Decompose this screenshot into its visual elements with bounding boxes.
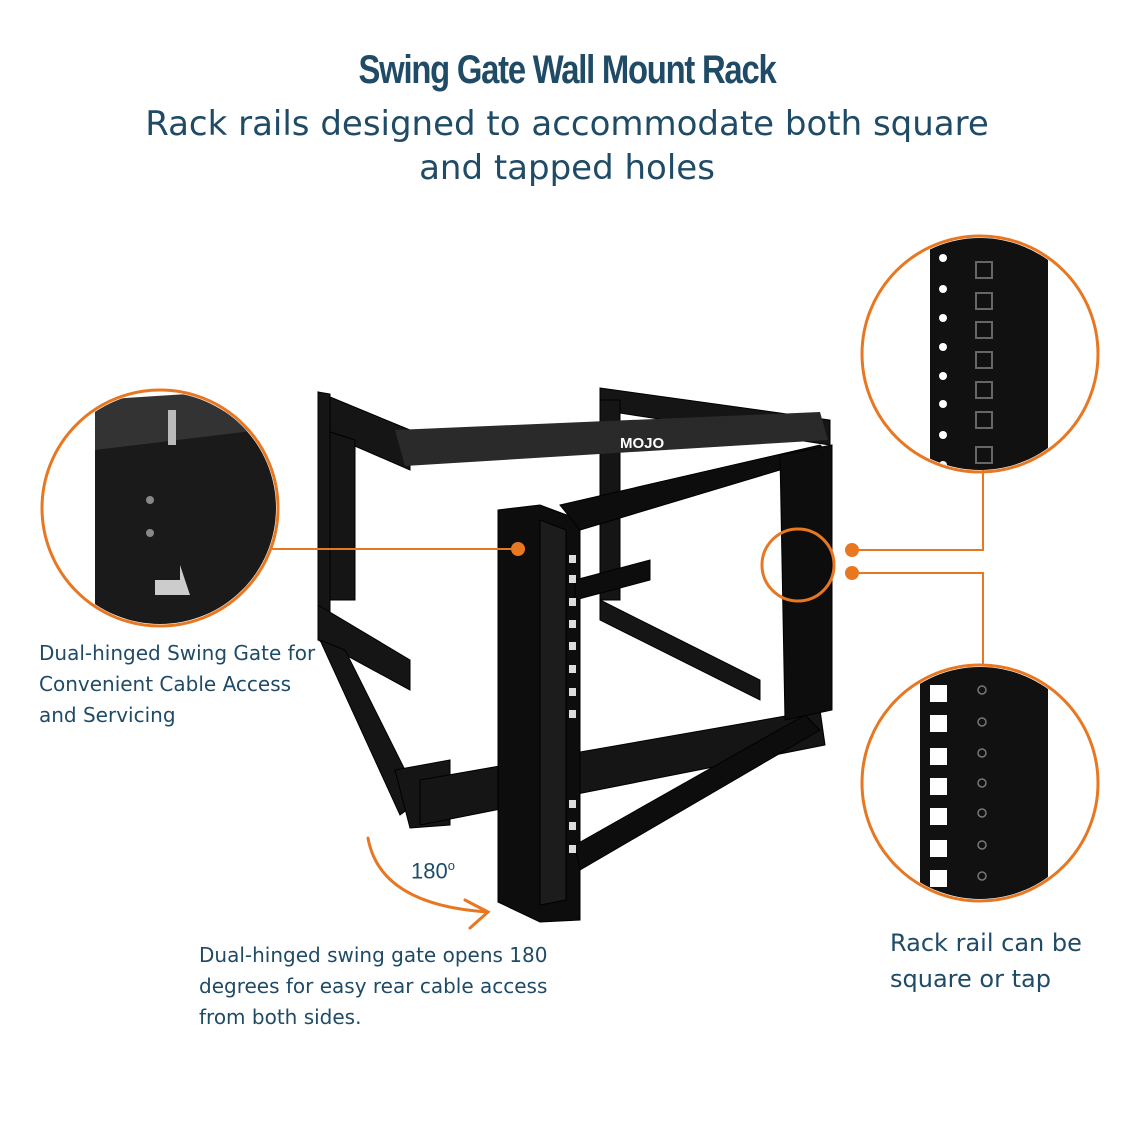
rail-highlight-ring: [760, 527, 836, 603]
rack-top-bar: [395, 412, 828, 466]
rack-swing-gate: [497, 444, 833, 923]
square-rail-marker-dot: [845, 543, 859, 557]
tapped-hole-rail-circle: [860, 663, 1100, 903]
tapped-rail-marker-dot: [845, 566, 859, 580]
rail-square-holes: [569, 555, 576, 853]
logo: MOJO: [620, 435, 665, 452]
page-title: Swing Gate Wall Mount Rack: [358, 48, 777, 92]
page-subtitle: Rack rails designed to accommodate both …: [145, 104, 989, 188]
square-hole-rail-circle: [860, 234, 1100, 474]
rotation-label: 180o: [411, 858, 455, 884]
hinge-detail-circle: [40, 388, 280, 628]
rotation-arrow-icon: [366, 836, 491, 930]
rail-callout-text: Rack rail can be square or tap: [890, 929, 1082, 993]
swing-callout-text: Dual-hinged swing gate opens 180 degrees…: [199, 943, 548, 1029]
hinge-marker-dot: [511, 542, 525, 556]
hinge-callout-text: Dual-hinged Swing Gate for Convenient Ca…: [39, 641, 316, 727]
